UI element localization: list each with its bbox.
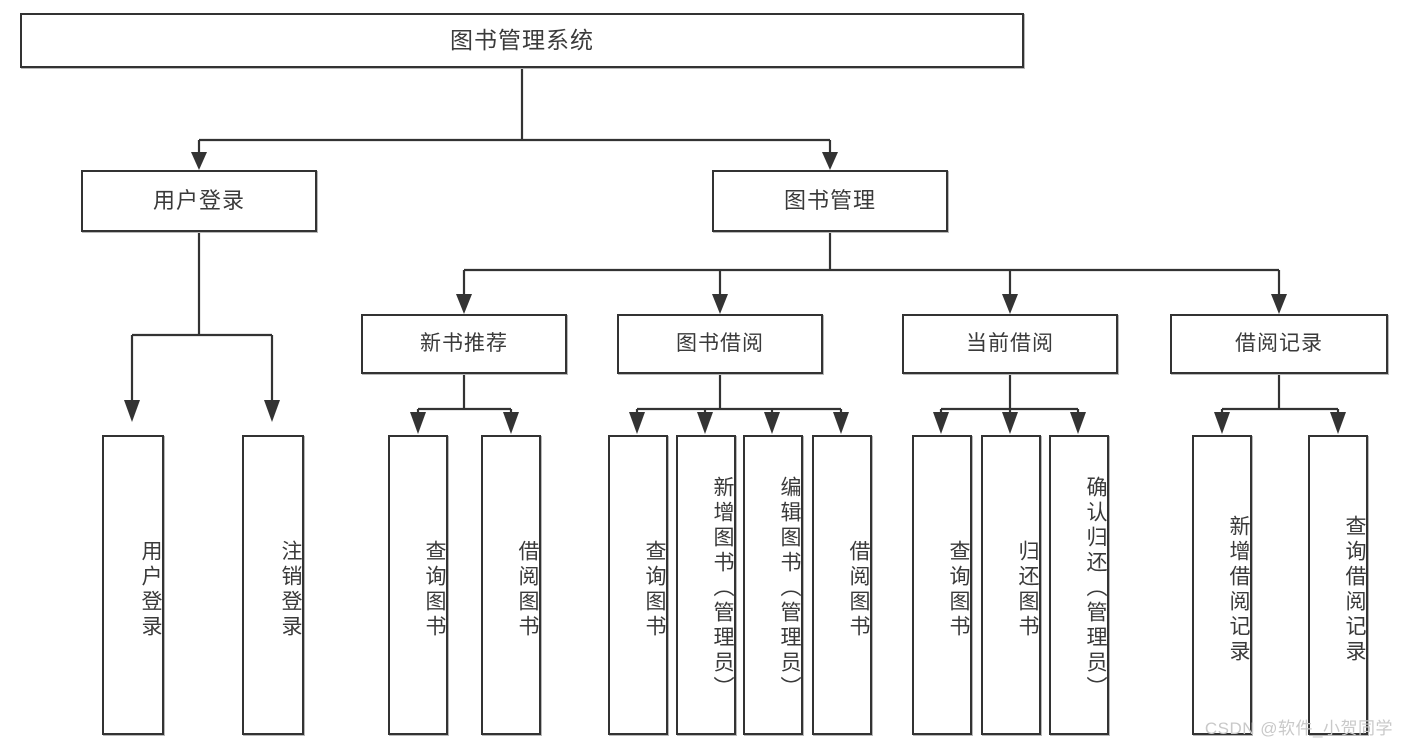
node-new-book-recommend[interactable]: 新书推荐	[361, 314, 567, 374]
node-new-book-recommend-label: 新书推荐	[420, 331, 508, 355]
node-book-management-label: 图书管理	[783, 188, 876, 214]
leaf-user-login-signout-label: 注销登录	[279, 540, 302, 640]
leaf-book-borrow-query[interactable]: 查询图书	[608, 435, 668, 735]
leaf-book-borrow-add[interactable]: 新增图书（管理员）	[676, 435, 736, 735]
arrow-head-br-leaf1	[1214, 412, 1230, 434]
arrow-head-bb-leaf1	[629, 412, 645, 434]
leaf-current-borrow-return-label: 归还图书	[1016, 540, 1039, 640]
arrow-head-bb-leaf2	[697, 412, 713, 434]
node-book-management[interactable]: 图书管理	[712, 170, 948, 232]
leaf-book-borrow-borrow-label: 借阅图书	[847, 540, 870, 640]
leaf-user-login-signin-label: 用户登录	[139, 540, 162, 640]
node-borrow-records[interactable]: 借阅记录	[1170, 314, 1388, 374]
leaf-new-book-borrow[interactable]: 借阅图书	[481, 435, 541, 735]
arrow-head-user-login-leaf1	[124, 400, 140, 422]
leaf-current-borrow-return[interactable]: 归还图书	[981, 435, 1041, 735]
arrow-head-cb-leaf2	[1002, 412, 1018, 434]
node-book-borrow[interactable]: 图书借阅	[617, 314, 823, 374]
arrow-head-current-borrow	[1002, 294, 1018, 314]
leaf-user-login-signin[interactable]: 用户登录	[102, 435, 164, 735]
node-root[interactable]: 图书管理系统	[20, 13, 1024, 68]
leaf-current-borrow-confirm-label: 确认归还（管理员）	[1084, 475, 1107, 701]
leaf-new-book-query[interactable]: 查询图书	[388, 435, 448, 735]
node-current-borrow[interactable]: 当前借阅	[902, 314, 1118, 374]
arrow-head-book-manage	[822, 152, 838, 170]
leaf-new-book-borrow-label: 借阅图书	[516, 540, 539, 640]
arrow-head-new-book	[456, 294, 472, 314]
leaf-user-login-signout[interactable]: 注销登录	[242, 435, 304, 735]
arrow-head-bb-leaf3	[764, 412, 780, 434]
arrow-head-nbr-leaf2	[503, 412, 519, 434]
arrow-head-book-borrow	[712, 294, 728, 314]
leaf-borrow-record-query[interactable]: 查询借阅记录	[1308, 435, 1368, 735]
node-user-login[interactable]: 用户登录	[81, 170, 317, 232]
node-root-label: 图书管理系统	[450, 27, 594, 54]
arrow-head-bb-leaf4	[833, 412, 849, 434]
watermark: CSDN @软件_小贺同学	[1204, 719, 1393, 738]
arrow-head-user-login	[191, 152, 207, 170]
arrow-head-borrow-records	[1271, 294, 1287, 314]
arrow-head-cb-leaf3	[1070, 412, 1086, 434]
leaf-book-borrow-borrow[interactable]: 借阅图书	[812, 435, 872, 735]
leaf-current-borrow-query-label: 查询图书	[947, 540, 970, 640]
leaf-borrow-record-query-label: 查询借阅记录	[1343, 515, 1366, 665]
node-borrow-records-label: 借阅记录	[1235, 331, 1323, 355]
leaf-borrow-record-add[interactable]: 新增借阅记录	[1192, 435, 1252, 735]
leaf-book-borrow-edit-label: 编辑图书（管理员）	[778, 475, 801, 701]
leaf-book-borrow-add-label: 新增图书（管理员）	[711, 475, 734, 701]
leaf-current-borrow-confirm[interactable]: 确认归还（管理员）	[1049, 435, 1109, 735]
leaf-borrow-record-add-label: 新增借阅记录	[1227, 515, 1250, 665]
arrow-head-user-login-leaf2	[264, 400, 280, 422]
node-current-borrow-label: 当前借阅	[966, 331, 1054, 355]
leaf-current-borrow-query[interactable]: 查询图书	[912, 435, 972, 735]
leaf-book-borrow-edit[interactable]: 编辑图书（管理员）	[743, 435, 803, 735]
node-user-login-label: 用户登录	[152, 188, 245, 214]
leaf-book-borrow-query-label: 查询图书	[643, 540, 666, 640]
leaf-new-book-query-label: 查询图书	[423, 540, 446, 640]
node-book-borrow-label: 图书借阅	[676, 331, 764, 355]
arrow-head-cb-leaf1	[933, 412, 949, 434]
arrow-head-nbr-leaf1	[410, 412, 426, 434]
arrow-head-br-leaf2	[1330, 412, 1346, 434]
